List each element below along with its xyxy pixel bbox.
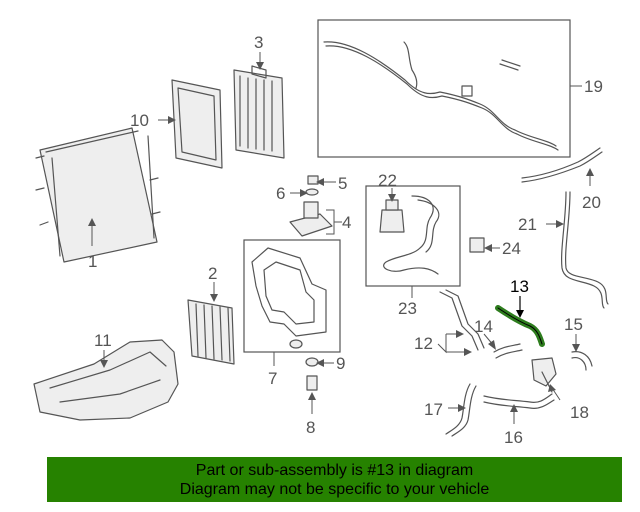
callout-7: 7	[268, 369, 277, 388]
part-11-undercover	[33, 339, 179, 421]
callout-19: 19	[584, 77, 603, 96]
callout-3: 3	[254, 33, 263, 52]
callout-6: 6	[276, 184, 285, 203]
part-4-mount	[289, 201, 342, 237]
part-2-core	[187, 282, 235, 365]
footer-line-1: Part or sub-assembly is #13 in diagram	[195, 462, 474, 479]
part-19-hose-assembly	[317, 19, 582, 158]
callout-12: 12	[414, 334, 433, 353]
callout-13: 13	[510, 277, 529, 296]
callout-11: 11	[94, 331, 112, 350]
part-22-reservoir	[379, 188, 405, 233]
part-12-bracket	[437, 289, 485, 356]
callout-20: 20	[582, 193, 601, 212]
part-21-pipe	[546, 191, 609, 309]
callout-18: 18	[570, 403, 589, 422]
part-7-shroud	[243, 239, 341, 366]
part-5-bolt	[307, 175, 336, 186]
callout-23: 23	[398, 299, 417, 318]
callout-10: 10	[130, 111, 149, 130]
callout-9: 9	[336, 354, 345, 373]
callout-5: 5	[338, 174, 347, 193]
callout-15: 15	[564, 315, 583, 334]
callout-17: 17	[424, 400, 443, 419]
part-8-bolt	[306, 375, 318, 414]
callout-22: 22	[378, 171, 397, 190]
part-13-hose-highlighted	[495, 296, 545, 347]
part-23-hose-kit	[365, 185, 461, 298]
callout-2: 2	[208, 264, 217, 283]
callout-1: 1	[88, 252, 97, 271]
callout-4: 4	[342, 213, 351, 232]
part-6-washer	[290, 188, 319, 197]
part-20-pipe	[521, 147, 603, 186]
part-15-elbow	[571, 334, 593, 371]
callout-14: 14	[474, 317, 493, 336]
part-1-condenser	[35, 127, 161, 263]
part-18-junction	[531, 357, 561, 401]
callout-21: 21	[518, 215, 537, 234]
footer-banner: Part or sub-assembly is #13 in diagram D…	[47, 457, 622, 502]
part-10-frame	[158, 79, 223, 169]
part-16-hose	[483, 393, 555, 424]
part-17-hose	[445, 383, 477, 437]
footer-line-2: Diagram may not be specific to your vehi…	[179, 481, 490, 498]
callout-24: 24	[502, 239, 521, 258]
part-14-hose	[483, 333, 523, 359]
part-9-nut	[305, 357, 334, 367]
part-3-radiator	[233, 52, 285, 159]
part-24-valve	[469, 237, 500, 253]
callout-8: 8	[306, 418, 315, 437]
callout-16: 16	[504, 428, 523, 447]
